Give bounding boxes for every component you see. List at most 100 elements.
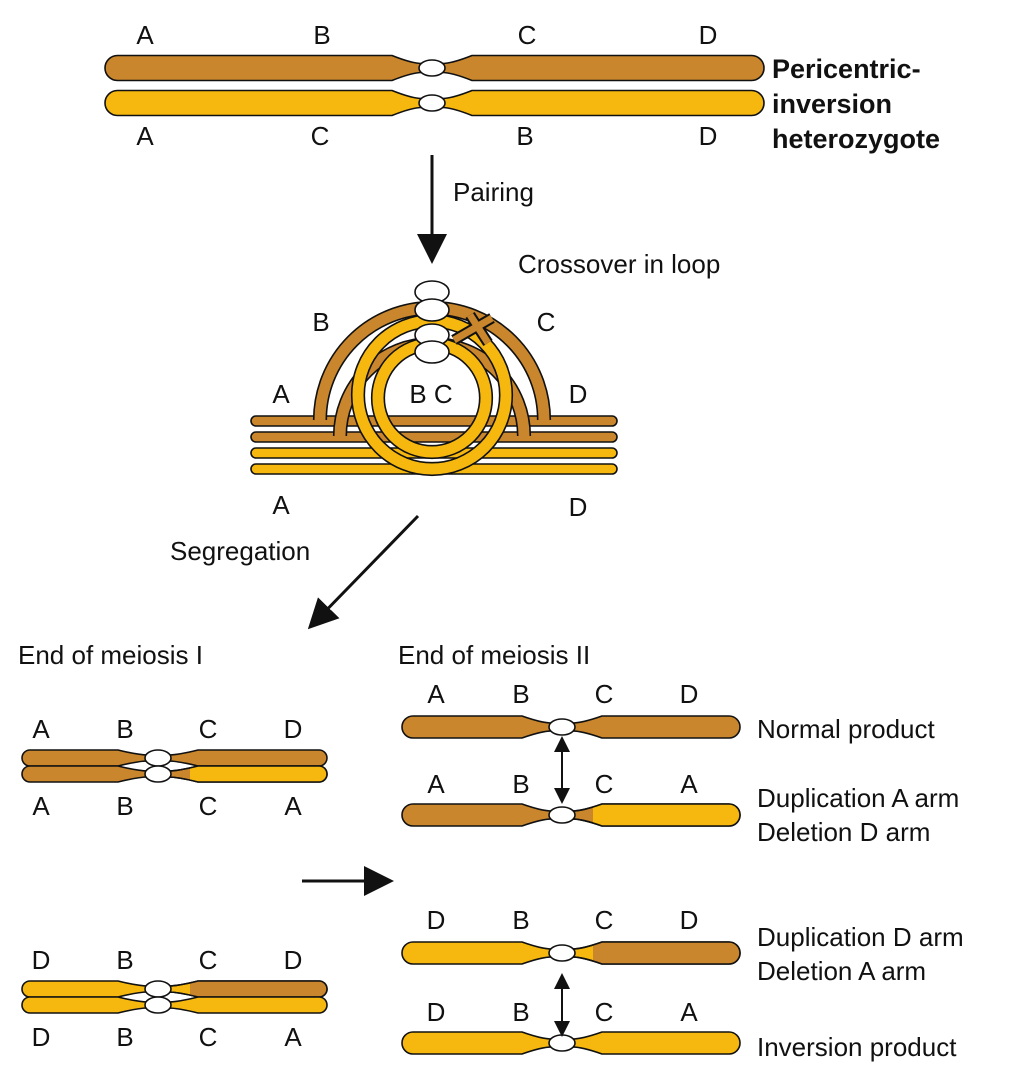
title-line-3: heterozygote [772, 124, 940, 154]
gene-label: B [512, 905, 529, 935]
chromosome-left-arm [104, 89, 423, 117]
loop-gene-a-bottom: A [272, 490, 290, 520]
gene-label: D [427, 905, 446, 935]
chromosome-right-arm [441, 89, 765, 117]
inversion-loop [250, 280, 618, 477]
chromosome-left-arm [104, 54, 423, 82]
loop-gene-bc: B C [409, 379, 452, 409]
gene-label: B [313, 20, 330, 50]
swapped-segment [190, 766, 327, 782]
gene-label: D [699, 20, 718, 50]
chromatid-pair [21, 749, 328, 783]
gene-label: C [199, 1022, 218, 1052]
chromosome-right-arm [167, 749, 328, 767]
gene-label: B [116, 945, 133, 975]
meiosis1-heading: End of meiosis I [18, 640, 203, 670]
centromere [144, 996, 172, 1014]
gene-label: A [32, 714, 50, 744]
loop-gene-d-bottom: D [569, 492, 588, 522]
centromere [548, 718, 576, 736]
swapped-segment [593, 804, 740, 826]
title-line-1: Pericentric- [772, 54, 921, 84]
segregation-arrow [307, 514, 420, 630]
gene-label: D [32, 945, 51, 975]
chromosome-outline [571, 803, 741, 827]
meiosis1-pair-1: A B C D A B C A [21, 714, 328, 821]
gene-label: A [136, 20, 154, 50]
heterozygote-section: A B C D A C B D Pericentric- inversion h… [104, 20, 940, 154]
chromosome-left-arm [21, 996, 149, 1014]
chromosome-outline [571, 941, 741, 965]
paired-strand [250, 415, 618, 427]
product-chromosome [401, 1031, 741, 1055]
segregation-label: Segregation [170, 536, 310, 566]
gene-label: C [199, 714, 218, 744]
gene-label: B [512, 679, 529, 709]
heterozygote-top-genes: A B C D [136, 20, 717, 50]
gene-label: C [595, 679, 614, 709]
chromosome-right-arm [167, 996, 328, 1014]
centromere [144, 765, 172, 783]
centromere [548, 806, 576, 824]
gene-label: D [32, 1022, 51, 1052]
title-line-2: inversion [772, 89, 892, 119]
product-chromosome [401, 941, 741, 965]
loop-gene-a: A [272, 379, 290, 409]
chromosome-left-arm [21, 765, 149, 783]
centromere [144, 980, 172, 998]
product-label: Duplication A arm [757, 783, 959, 813]
chromatid-pair [21, 980, 328, 1014]
gene-label: D [680, 679, 699, 709]
gene-label: D [680, 905, 699, 935]
centromere [144, 749, 172, 767]
chromosome-left-arm [401, 803, 553, 827]
gene-label: A [32, 791, 50, 821]
gene-label: B [516, 121, 533, 151]
gene-label: B [512, 997, 529, 1027]
gene-label: C [199, 945, 218, 975]
crossover-label: Crossover in loop [518, 249, 720, 279]
chromosome-outline [167, 980, 328, 998]
centromere [418, 59, 446, 77]
gene-label: A [680, 769, 698, 799]
chromosome-right-arm [441, 54, 765, 82]
product-label-2: Deletion D arm [757, 817, 930, 847]
gene-label: A [427, 679, 445, 709]
centromere [548, 944, 576, 962]
chromosome-left-arm [401, 715, 553, 739]
product-chromosome [401, 715, 741, 739]
product-label: Inversion product [757, 1032, 957, 1062]
normal-chromosome [104, 54, 765, 82]
gene-label: C [311, 121, 330, 151]
product-label-2: Deletion A arm [757, 956, 926, 986]
gene-label: A [284, 1022, 302, 1052]
gene-label: A [680, 997, 698, 1027]
product-label: Duplication D arm [757, 922, 964, 952]
gene-label: C [518, 20, 537, 50]
gene-label: B [116, 791, 133, 821]
product-2: A B C A Duplication A arm Deletion D arm [401, 769, 959, 847]
product-chromosome [401, 803, 741, 827]
gene-label: D [427, 997, 446, 1027]
gene-label: A [136, 121, 154, 151]
gene-label: B [116, 714, 133, 744]
loop-centromere [414, 340, 450, 364]
gene-label: D [284, 714, 303, 744]
gene-label: D [699, 121, 718, 151]
chromosome-right-arm [571, 1031, 741, 1055]
swapped-segment [593, 942, 740, 964]
heterozygote-bottom-genes: A C B D [136, 121, 717, 151]
product-1: A B C D Normal product [401, 679, 936, 744]
chromosome-left-arm [401, 1031, 553, 1055]
chromosome-left-arm [21, 980, 149, 998]
loop-centromere [414, 298, 450, 322]
chromosome-right-arm [571, 715, 741, 739]
centromere [418, 94, 446, 112]
chromosome-left-arm [401, 941, 553, 965]
meiosis1-pair-2: D B C D D B C A [21, 945, 328, 1052]
pairing-label: Pairing [453, 177, 534, 207]
chromosome-outline [167, 765, 328, 783]
product-label: Normal product [757, 714, 936, 744]
